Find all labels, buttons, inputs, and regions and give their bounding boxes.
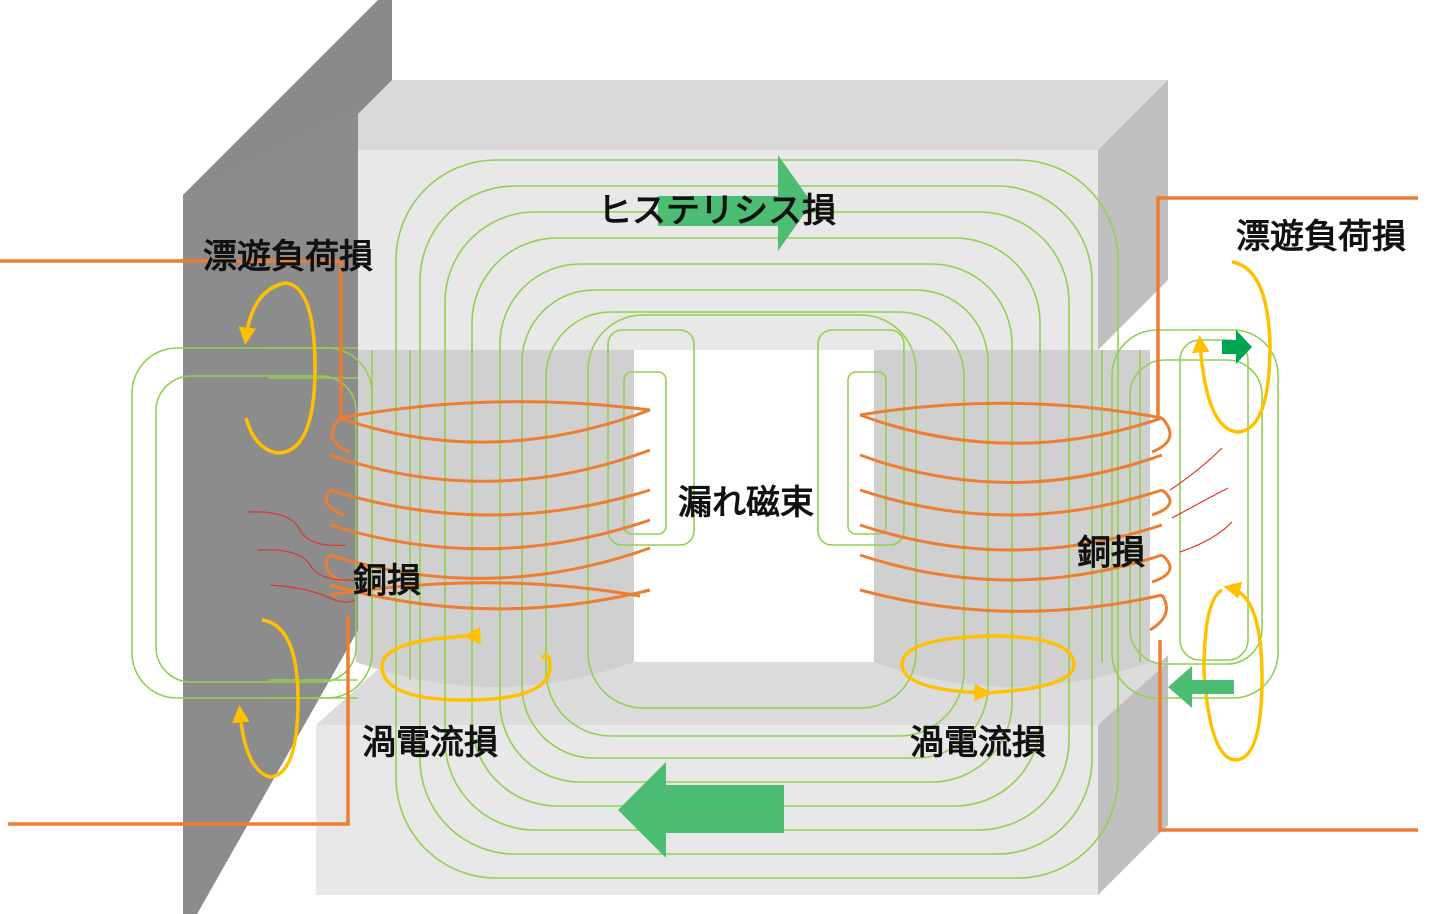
stray-loop-left-lower (232, 618, 300, 779)
small-arrow-right (1222, 330, 1252, 364)
flux-line (521, 289, 989, 759)
right-coil (859, 401, 1172, 632)
core-top-face (316, 80, 1168, 150)
stray-loop-right-upper (1191, 260, 1272, 434)
outer-leakage-loop (1179, 339, 1249, 661)
eddy-current-loss-left-label: 渦電流損 (362, 723, 498, 763)
hysteresis-loss-label: ヒステリシス損 (598, 191, 836, 231)
left-coil (324, 400, 651, 611)
flux-line (499, 263, 1013, 783)
transformer-core (316, 80, 1168, 895)
leakage-flux-loop (607, 329, 695, 546)
outer-leakage-loop (1129, 359, 1263, 665)
stray-loop-right-lower (1202, 581, 1264, 762)
stray-loops (232, 260, 1272, 779)
right-upper-lead (1156, 196, 1418, 420)
flux-line (545, 311, 965, 737)
stray-loop-left-upper (238, 281, 317, 455)
copper-loss-right-label: 銅損 (1077, 533, 1145, 573)
outer-leakage-loop (1111, 329, 1279, 699)
left-lower-lead (8, 615, 350, 826)
left-upper-lead (0, 259, 343, 418)
flux-line (395, 159, 1119, 879)
flux-lines (131, 159, 1279, 879)
lead-wires (0, 196, 1418, 832)
right-lower-lead (1158, 640, 1418, 832)
copper-loss-left-label: 銅損 (353, 561, 421, 601)
leakage-flux-loop (847, 371, 887, 535)
leakage-flux-loop (817, 329, 905, 546)
small-arrow-left (1168, 666, 1234, 708)
core-upper-yoke (316, 150, 1098, 350)
eddy-loop-left (380, 626, 552, 702)
flux-line (419, 185, 1093, 855)
leakage-flux-label: 漏れ磁束 (678, 483, 814, 523)
tank-wall-plate (183, 0, 392, 914)
stray-load-loss-right-label: 漂遊負荷損 (1236, 217, 1406, 257)
eddy-loop-right (900, 634, 1076, 702)
flux-arrow-top (658, 155, 812, 251)
outer-leakage-loop (155, 375, 357, 683)
core-right-face-upper (1098, 80, 1168, 350)
plate-front-face (183, 110, 358, 914)
heat-wisps (247, 447, 1233, 603)
core-right-face-lower (1098, 655, 1168, 895)
leakage-flux-loop (623, 371, 667, 535)
flux-arrow-bottom (618, 762, 784, 858)
flux-line (587, 314, 917, 709)
eddy-current-loss-right-label: 渦電流損 (910, 723, 1046, 763)
stray-load-loss-left-label: 漂遊負荷損 (203, 237, 373, 277)
